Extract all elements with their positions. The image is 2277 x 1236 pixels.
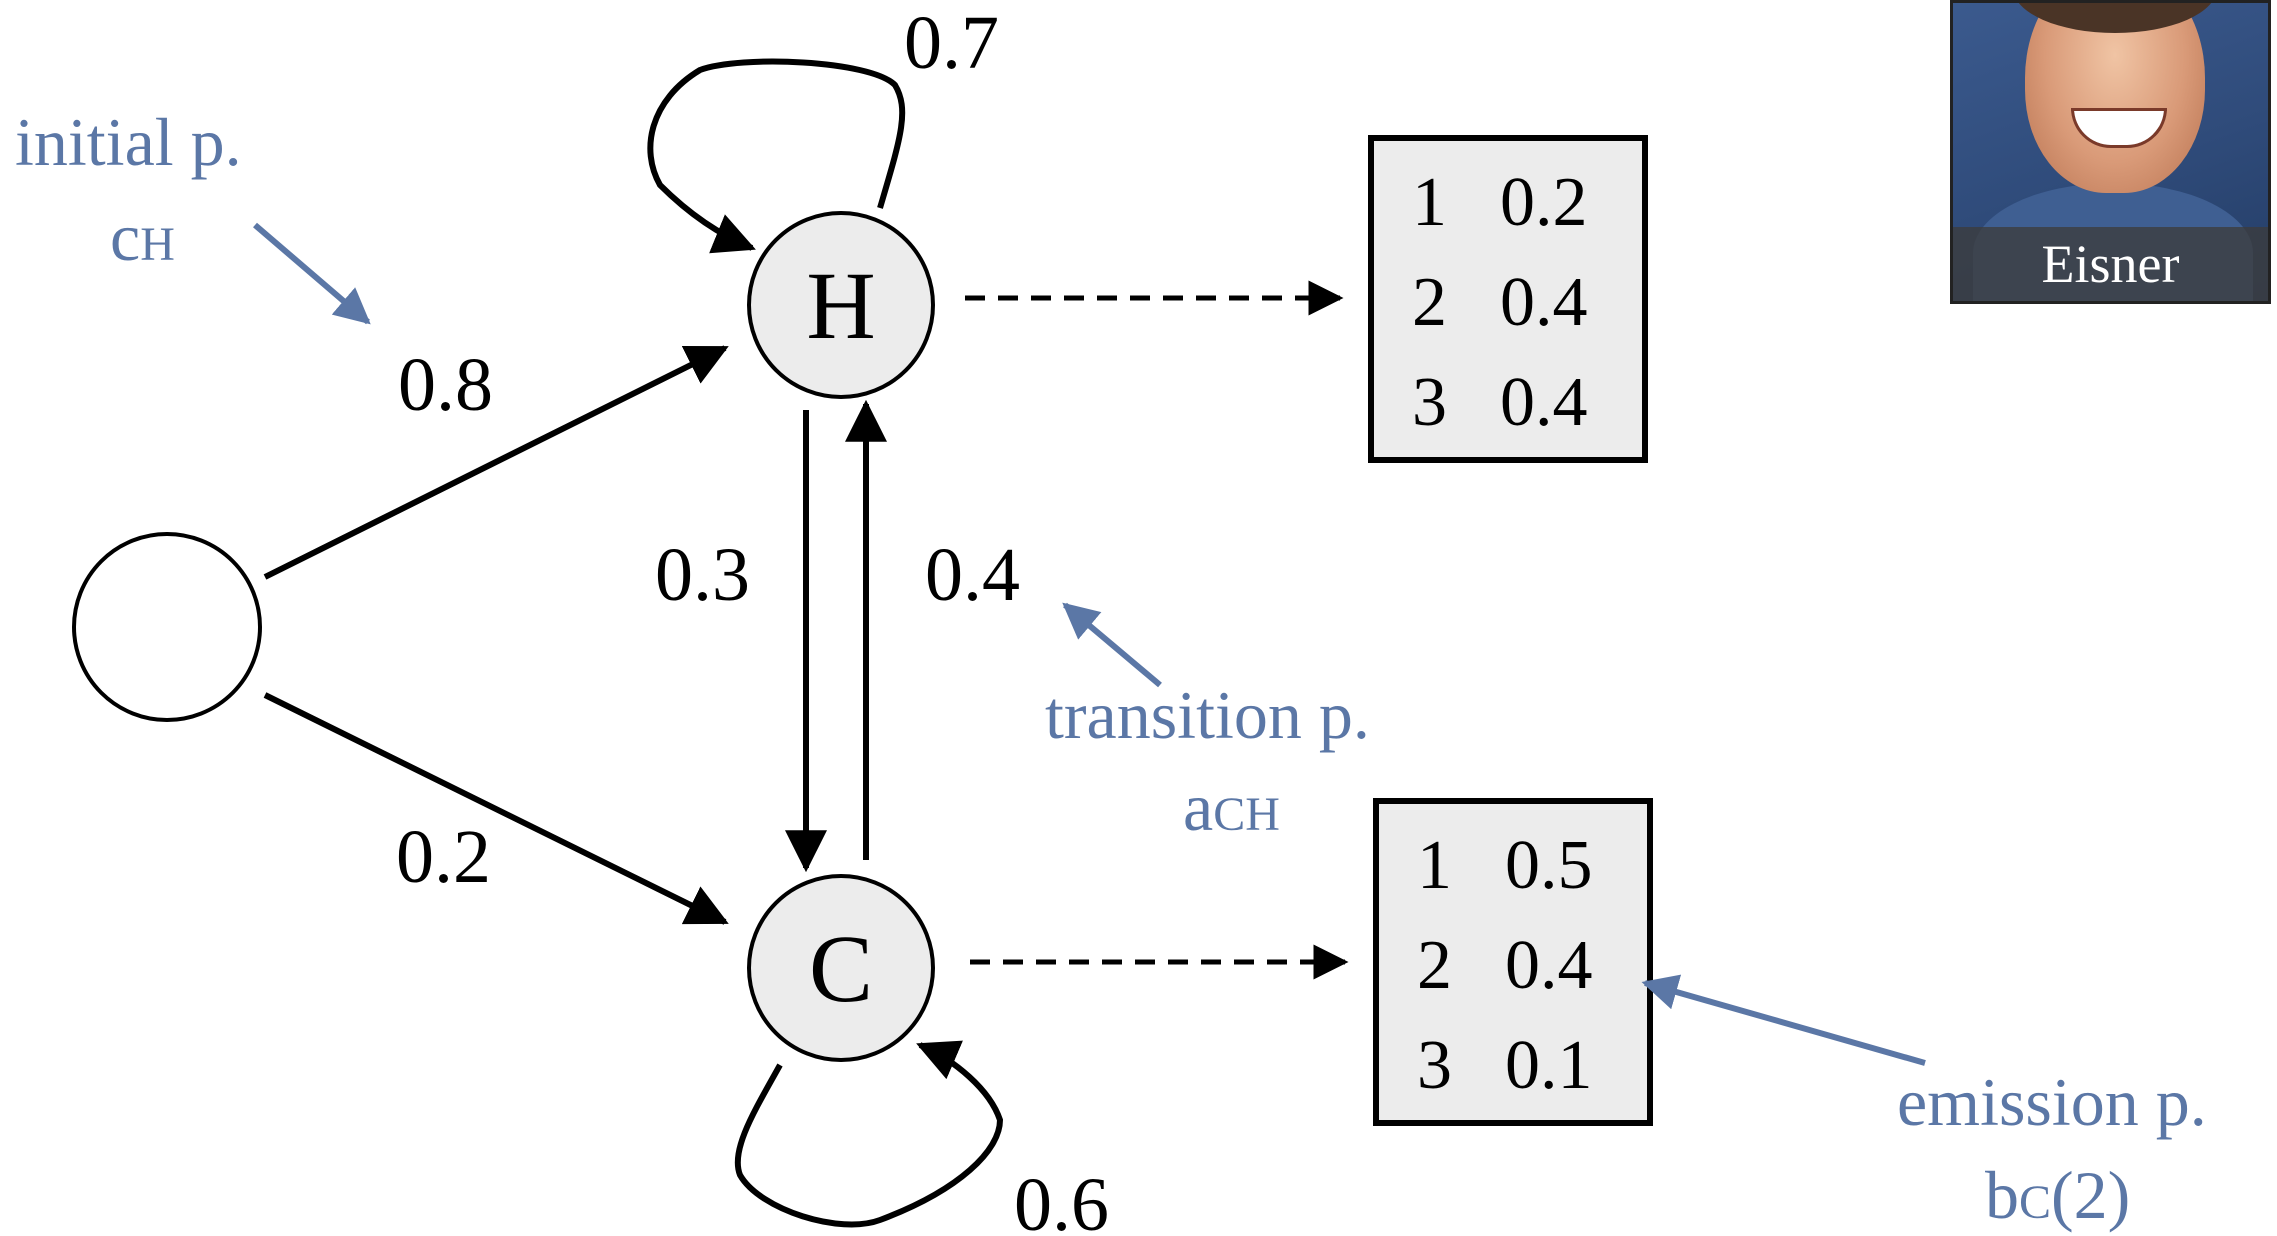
emission-annotation: emission p.: [1897, 1064, 2207, 1140]
cold-prob-1: 0.5: [1505, 827, 1593, 904]
emission-symbol: bC(2): [1985, 1157, 2130, 1233]
edge-start-to-hot: [263, 345, 729, 580]
eisner-photo: Eisner: [1950, 0, 2271, 304]
hot-obs-2: 2: [1412, 264, 1447, 341]
prob-cold-to-hot: 0.4: [925, 533, 1020, 617]
prob-hot-self: 0.7: [904, 1, 999, 85]
prob-start-to-hot: 0.8: [398, 343, 493, 427]
hot-prob-1: 0.2: [1500, 164, 1588, 241]
edge-hot-self-loop: [647, 58, 906, 254]
cold-obs-1: 1: [1417, 827, 1452, 904]
hot-obs-1: 1: [1412, 164, 1447, 241]
edge-start-to-cold: [263, 692, 729, 925]
cold-state-label: C: [809, 915, 873, 1022]
prob-start-to-cold: 0.2: [396, 815, 491, 899]
edge-cold-self-loop: [734, 1040, 1004, 1228]
photo-caption: Eisner: [1953, 227, 2268, 301]
emission-table-cold: 1 0.5 2 0.4 3 0.1: [1373, 798, 1653, 1126]
prob-hot-to-cold: 0.3: [655, 533, 750, 617]
cold-prob-3: 0.1: [1505, 1027, 1593, 1104]
transition-symbol: aCH: [1183, 769, 1280, 845]
photo-face: [2025, 3, 2205, 193]
transition-annotation: transition p.: [1045, 677, 1370, 753]
transition-annotation-arrow: [1062, 602, 1162, 688]
cold-state-node: [747, 874, 935, 1062]
emission-table-hot: 1 0.2 2 0.4 3 0.4: [1368, 135, 1648, 463]
hot-state-node: [747, 211, 935, 399]
initial-symbol: cH: [110, 199, 175, 275]
initial-annotation: initial p.: [15, 104, 242, 180]
initial-annotation-arrow: [253, 222, 371, 325]
cold-obs-2: 2: [1417, 927, 1452, 1004]
cold-prob-2: 0.4: [1505, 927, 1593, 1004]
cold-obs-3: 3: [1417, 1027, 1452, 1104]
emission-annotation-arrow: [1641, 974, 1926, 1066]
hot-obs-3: 3: [1412, 364, 1447, 441]
hot-prob-2: 0.4: [1500, 264, 1588, 341]
hot-prob-3: 0.4: [1500, 364, 1588, 441]
prob-cold-self: 0.6: [1014, 1163, 1109, 1236]
hot-state-label: H: [806, 252, 875, 359]
start-node: [72, 532, 262, 722]
